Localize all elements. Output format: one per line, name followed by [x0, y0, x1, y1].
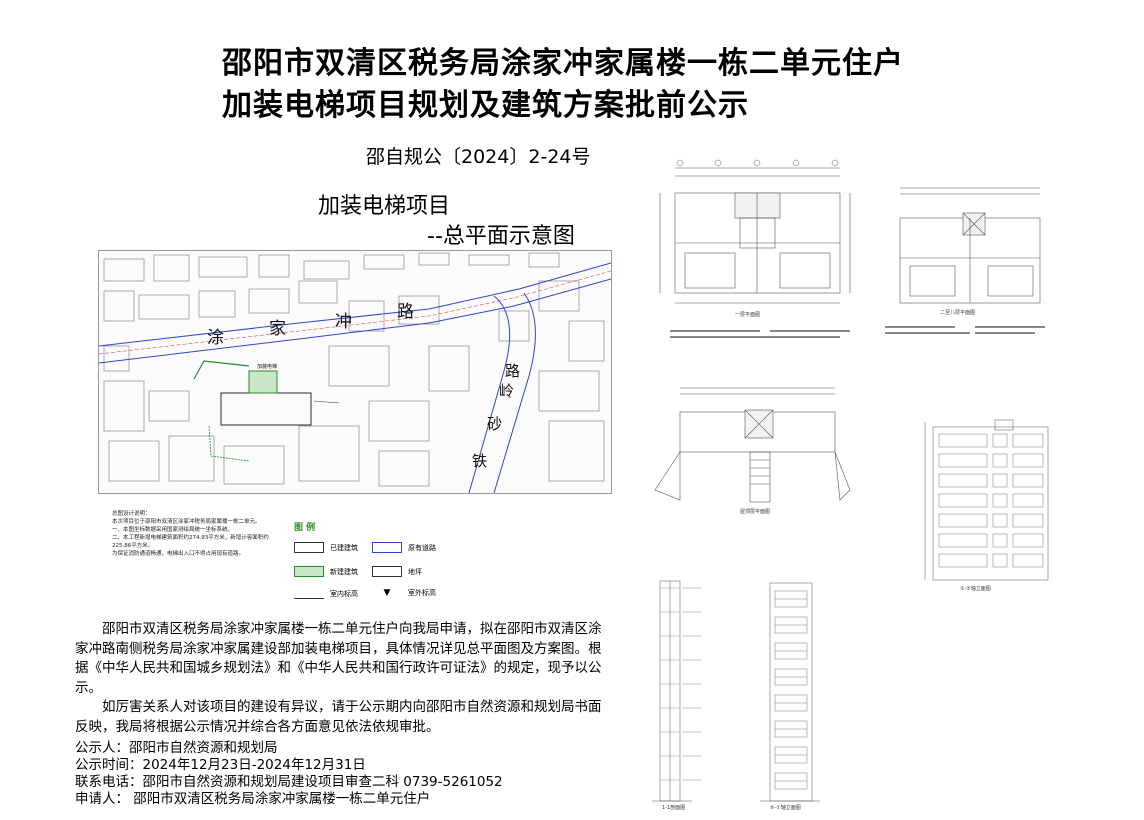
- road2-label-4: 路: [505, 362, 520, 380]
- site-plan-svg: 涂 家 冲 路 铁 砂 岭 路 加装电梯: [99, 252, 611, 493]
- road-label-4: 路: [397, 302, 414, 322]
- road-icon: [372, 542, 402, 553]
- applicant-line: 申请人： 邵阳市双清区税务局涂家冲家属楼一栋二单元住户: [75, 791, 431, 807]
- road2-label-1: 铁: [472, 452, 487, 470]
- legend-item-ground: 地坪: [372, 566, 422, 577]
- document-number: 邵自规公〔2024〕2-24号: [366, 146, 591, 168]
- notice-body: 邵阳市双清区税务局涂家冲家属楼一栋二单元住户向我局申请，拟在邵阳市双清区涂家冲路…: [75, 620, 607, 737]
- notes-title: 总图设计说明：: [112, 511, 151, 517]
- note-line-3: 二、本工程新增电梯建筑面积约274.93平方米，新增计容面积约225.86平方米…: [112, 535, 269, 549]
- road2-label-2: 砂: [487, 415, 502, 433]
- floor-plan-2-title: 二至八层平面图: [940, 310, 975, 316]
- note-line-4: 为保证消防通道畅通，电梯出入口不得占用现有道路。: [112, 551, 245, 557]
- legend-item-new: 新建建筑: [294, 566, 358, 577]
- period-line: 公示时间：2024年12月23日-2024年12月31日: [75, 757, 366, 773]
- road-label-3: 冲: [335, 312, 352, 332]
- legend-item-outdoor: ▼ 室外标高: [372, 588, 436, 598]
- roof-plan-title: 屋顶层平面图: [740, 509, 770, 515]
- ground-icon: [372, 566, 402, 577]
- site-plan-title: 加装电梯项目: [318, 194, 451, 219]
- new-building-icon: [294, 566, 324, 577]
- elevation-1: ①-⑤轴立面图: [905, 412, 1055, 594]
- elevation-2-title: ⑤-①轴立面图: [770, 804, 801, 811]
- floor-plan-1-title: 一层平面图: [735, 312, 760, 318]
- legend-title: 图 例: [294, 523, 316, 533]
- section-title: 1-1剖面图: [662, 804, 685, 811]
- road2-label-3: 岭: [499, 382, 514, 400]
- note-line-2: 一、本图坐标数据采用国家测绘局统一坐标系统。: [112, 527, 234, 533]
- design-notes: 总图设计说明： 本次项目位于邵阳市双清区涂家冲税务局家属楼一栋二单元。 一、本图…: [112, 510, 287, 558]
- publisher-line: 公示人：邵阳市自然资源和规划局: [75, 740, 278, 756]
- outdoor-level-icon: ▼: [383, 588, 391, 598]
- existing-building-icon: [294, 542, 324, 553]
- legend-item-road: 原有道路: [372, 542, 436, 553]
- notice-paragraph-2: 如厉害关系人对该项目的建设有异议，请于公示期内向邵阳市自然资源和规划局书面反映，…: [75, 699, 602, 735]
- road-label-2: 家: [269, 319, 286, 339]
- notice-paragraph-1: 邵阳市双清区税务局涂家冲家属楼一栋二单元住户向我局申请，拟在邵阳市双清区涂家冲路…: [75, 621, 602, 696]
- page-title-line2: 加装电梯项目规划及建筑方案批前公示: [222, 88, 749, 123]
- roof-plan: 屋顶层平面图: [640, 380, 862, 520]
- section-drawing: 1-1剖面图: [642, 573, 750, 813]
- site-plan-subtitle: --总平面示意图: [427, 224, 575, 249]
- page-title-line1: 邵阳市双清区税务局涂家冲家属楼一栋二单元住户: [222, 46, 904, 81]
- legend-item-indoor: 室内标高: [294, 588, 358, 599]
- legend-item-existing: 已建建筑: [294, 542, 358, 553]
- floor-plan-1: 一层平面图: [640, 158, 862, 348]
- elevation-2: ⑤-①轴立面图: [745, 573, 835, 813]
- contact-line: 联系电话：邵阳市自然资源和规划局建设项目审查二科 0739-5261052: [75, 774, 503, 790]
- indoor-level-icon: [294, 588, 324, 599]
- elevation-1-title: ①-⑤轴立面图: [960, 585, 991, 592]
- building-label: 加装电梯: [257, 363, 277, 370]
- road-label-1: 涂: [207, 328, 224, 348]
- site-plan-map: 涂 家 冲 路 铁 砂 岭 路 加装电梯: [98, 250, 612, 494]
- note-line-1: 本次项目位于邵阳市双清区涂家冲税务局家属楼一栋二单元。: [112, 519, 261, 525]
- floor-plan-2: 二至八层平面图: [880, 178, 1052, 346]
- legend: 图 例 已建建筑 原有道路 新建建筑 地坪 室内标高 ▼ 室外标高: [286, 518, 464, 604]
